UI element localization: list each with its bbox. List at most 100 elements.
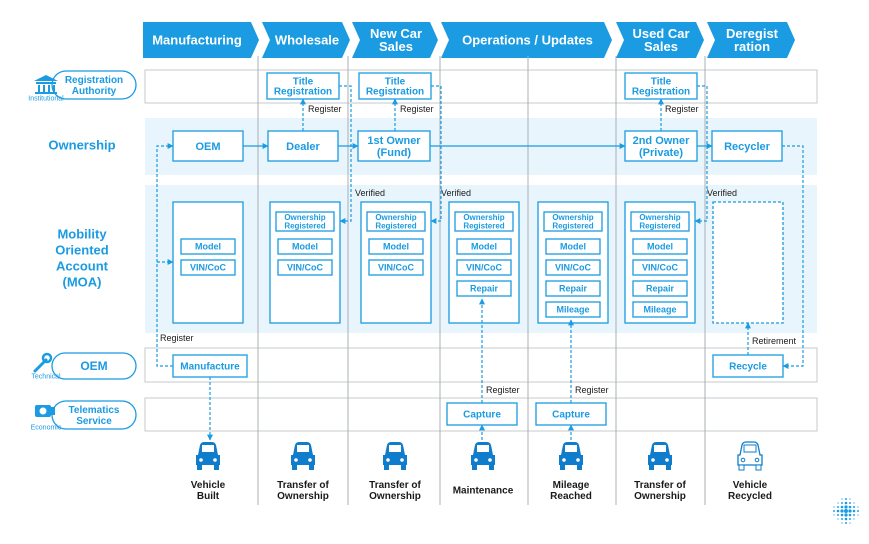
wrench-icon	[33, 352, 53, 373]
car-icon	[383, 442, 407, 470]
ownership-box	[172, 130, 244, 162]
moa-item-vin	[545, 259, 601, 276]
car-icon-light	[308, 458, 312, 462]
moa-item-vin	[456, 259, 512, 276]
institution-icon-base	[35, 92, 57, 94]
logo-dot	[849, 518, 851, 520]
logo-dot	[853, 506, 855, 508]
moa-item-label: VIN/CoC	[378, 263, 415, 273]
category-technical: Technical	[31, 373, 61, 380]
register-label: Register	[575, 385, 609, 395]
car-icon-light	[665, 458, 669, 462]
title-registration-box	[624, 72, 698, 100]
car-icon-wheel	[309, 465, 314, 470]
oem-pill	[51, 352, 137, 380]
moa-item-model	[277, 238, 333, 255]
car-icon-window	[389, 445, 401, 452]
institution-icon	[34, 75, 58, 94]
logo-dot	[844, 505, 848, 509]
ownership-box	[357, 130, 431, 162]
capture-label: Capture	[463, 410, 501, 421]
car-icon-light	[576, 458, 580, 462]
ownership-registered-box	[366, 211, 426, 232]
capture-label: Capture	[552, 410, 590, 421]
car-icon-light	[488, 458, 492, 462]
car-icon	[559, 442, 583, 470]
logo-dot	[845, 522, 847, 524]
car-icon-light	[199, 458, 203, 462]
register-label: Register	[400, 104, 434, 114]
stage-label: Manufacturing	[152, 33, 242, 48]
logo-dot	[849, 502, 851, 504]
stage-chevron	[262, 22, 350, 58]
recycle-label: Recycle	[729, 362, 767, 373]
flow-title-moa-owner2	[694, 85, 708, 224]
ownership-box	[624, 130, 698, 162]
stage-label: Wholesale	[275, 33, 339, 48]
ownership-registered-box	[275, 211, 335, 232]
event-label: Maintenance	[453, 486, 514, 497]
logo-dot	[844, 517, 848, 521]
moa-item-repair	[545, 280, 601, 297]
ownership-registered-box	[454, 211, 514, 232]
car-icon-wheel	[560, 465, 565, 470]
moa-item-mileage	[545, 301, 601, 318]
flow-recycler-recycle	[782, 145, 804, 369]
logo-dot	[833, 506, 835, 508]
car-icon-wheel	[649, 465, 654, 470]
car-icon-wheel	[489, 465, 494, 470]
logo-dot	[833, 510, 835, 512]
moa-item-label: Model	[292, 242, 318, 252]
logo-dot	[848, 513, 852, 517]
car-icon-wheel	[577, 465, 582, 470]
logo-dot	[849, 522, 851, 524]
logo-icon	[833, 498, 859, 524]
registration-authority-pill	[51, 70, 137, 100]
moa-item-vin	[277, 259, 333, 276]
logo-dot	[840, 509, 844, 513]
moa-item-repair	[632, 280, 688, 297]
ownership-registered-box	[543, 211, 603, 232]
logo-dot	[852, 509, 856, 513]
car-icon-wheel	[214, 465, 219, 470]
moa-item-label: Repair	[470, 284, 499, 294]
logo-dot	[841, 522, 843, 524]
lane-registration-authority	[144, 69, 818, 104]
stage-chevron	[441, 22, 612, 58]
car-icon	[291, 442, 315, 470]
logo-dot	[848, 509, 852, 513]
car-icon-light	[740, 457, 746, 463]
moa-item-label: Model	[383, 242, 409, 252]
register-label: Register	[486, 385, 520, 395]
car-icon-light	[474, 458, 478, 462]
moa-item-model	[545, 238, 601, 255]
car-icon-light	[386, 458, 390, 462]
car-icon-light	[562, 458, 566, 462]
moa-item-model	[180, 238, 236, 255]
moa-item-label: Model	[195, 242, 221, 252]
car-icon-wheel	[292, 465, 297, 470]
moa-item-mileage	[632, 301, 688, 318]
verified-label: Verified	[707, 188, 737, 198]
stage-chevron	[707, 22, 795, 58]
camera-icon	[35, 405, 55, 417]
moa-item-label: VIN/CoC	[555, 263, 592, 273]
flow-manufacture-oem	[156, 143, 174, 367]
lane-label-oem: OEM	[80, 359, 107, 373]
moa-item-model	[456, 238, 512, 255]
car-icon-wheel	[738, 464, 745, 471]
logo-dot	[841, 502, 843, 504]
register-label: Register	[665, 104, 699, 114]
moa-item-label: VIN/CoC	[287, 263, 324, 273]
moa-item-vin	[368, 259, 424, 276]
